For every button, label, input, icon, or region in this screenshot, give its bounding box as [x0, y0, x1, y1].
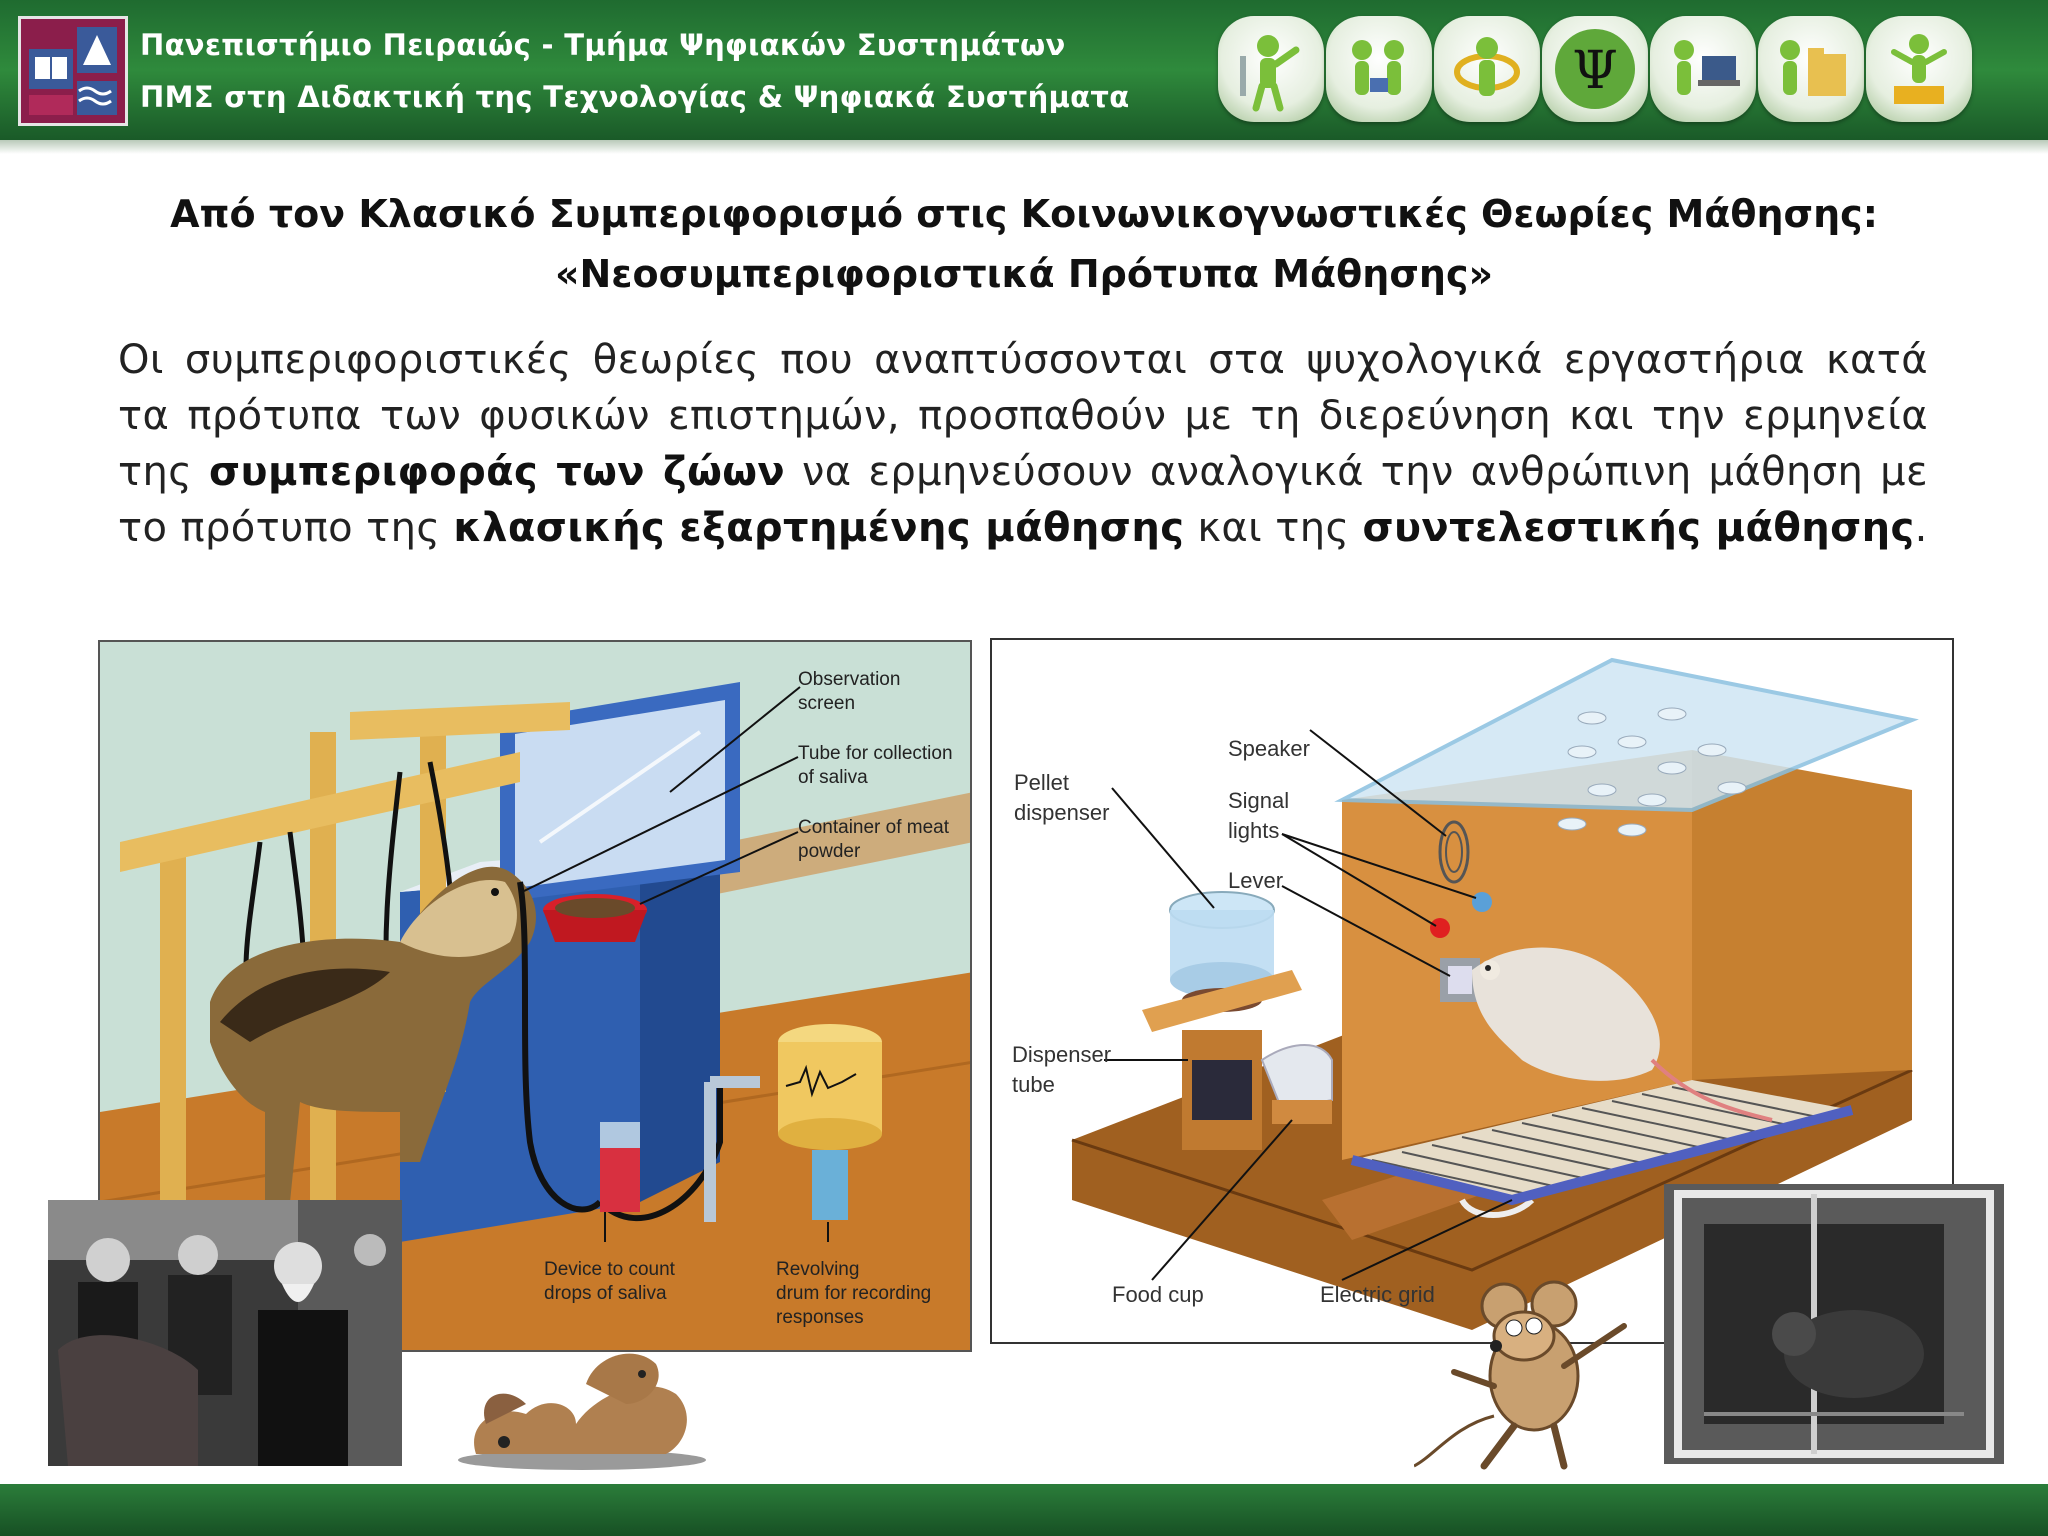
body-paragraph: Οι συμπεριφοριστικές θεωρίες που αναπτύσ…	[118, 332, 1928, 556]
header-program-text: ΠΜΣ στη Διδακτική της Τεχνολογίας & Ψηφι…	[140, 80, 1130, 114]
cartoon-mouse-image	[1413, 1276, 1664, 1476]
label-food-cup: Food cup	[1112, 1282, 1204, 1307]
para-bold-classical-conditioning: κλασικής εξαρτημένης μάθησης	[453, 505, 1185, 551]
para-text-3: και της	[1184, 505, 1363, 551]
figure-laptop-icon	[1650, 16, 1756, 122]
para-text-1: Οι συμπεριφοριστικές θεωρίες που αναπτύσ…	[118, 337, 1928, 495]
para-text-2: να ερμηνεύσουν αναλογικά την ανθρώπινη μ…	[118, 449, 1928, 551]
slide-title-line2: «Νεοσυμπεριφοριστικά Πρότυπα Μάθησης»	[554, 252, 1494, 296]
figures-talking-icon	[1326, 16, 1432, 122]
university-logo	[18, 16, 128, 126]
figure-pointing-icon	[1218, 16, 1324, 122]
label-electric-grid: Electric grid	[1320, 1282, 1435, 1307]
header-shadow	[0, 140, 2048, 154]
header-bar: Πανεπιστήμιο Πειραιώς - Τμήμα Ψηφιακών Σ…	[0, 0, 2048, 140]
para-bold-operant-conditioning: συντελεστικής μάθησης	[1362, 505, 1915, 551]
header-icon-strip: Ψ	[1218, 16, 2036, 128]
figure-ring-icon	[1434, 16, 1540, 122]
label-lever: Lever	[1228, 868, 1284, 893]
slide-title-line1: Από τον Κλασικό Συμπεριφορισμό στις Κοιν…	[170, 192, 1878, 236]
figure-puzzle-icon	[1866, 16, 1972, 122]
psi-head-icon: Ψ	[1542, 16, 1648, 122]
cartoon-dogs-image	[446, 1334, 718, 1474]
para-bold-animal-behavior: συμπεριφοράς των ζώων	[209, 449, 786, 495]
label-speaker: Speaker	[1228, 736, 1310, 761]
figure-folder-icon	[1758, 16, 1864, 122]
pavlov-historical-photo	[48, 1200, 402, 1466]
para-text-4: .	[1914, 505, 1928, 551]
footer-bar	[0, 1484, 2048, 1536]
rat-box-historical-photo	[1664, 1184, 2004, 1464]
psi-symbol: Ψ	[1572, 41, 1618, 101]
header-university-text: Πανεπιστήμιο Πειραιώς - Τμήμα Ψηφιακών Σ…	[140, 28, 1066, 62]
